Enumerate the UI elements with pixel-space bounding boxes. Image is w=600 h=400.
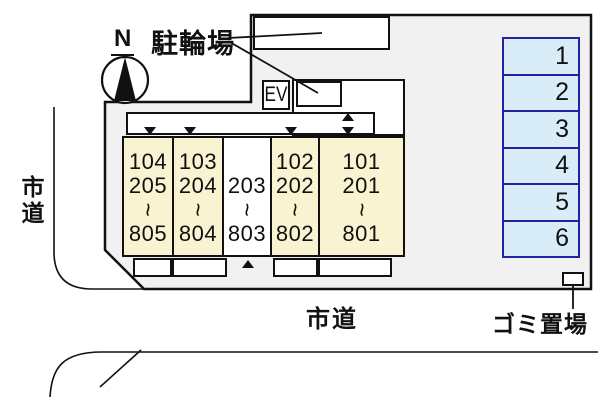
unit-number-line: 205 bbox=[128, 173, 168, 198]
entrance-arrow-up-icon bbox=[342, 113, 354, 121]
elevator-label: EV bbox=[264, 83, 288, 106]
entrance-arrow-down-icon bbox=[285, 127, 297, 135]
bicycle-parking-area-top bbox=[253, 16, 390, 50]
parking-space-5: 5 bbox=[502, 183, 580, 222]
compass-icon bbox=[100, 55, 150, 105]
entrance-arrow-down-icon bbox=[144, 127, 156, 135]
unit-number-line: 802 bbox=[275, 221, 315, 246]
unit-number-line: ~ bbox=[134, 202, 163, 218]
entrance-arrow-down-icon bbox=[184, 127, 196, 135]
entrance-arrow-up-icon bbox=[242, 260, 254, 268]
unit-number-line: 102 bbox=[275, 149, 315, 174]
unit-number-line: 804 bbox=[178, 221, 218, 246]
unit-number-line: 101 bbox=[342, 149, 381, 174]
balcony-2 bbox=[172, 258, 227, 277]
balcony-1 bbox=[133, 258, 172, 277]
unit-col-203: 203 ~803 bbox=[222, 136, 272, 257]
parking-space-4: 4 bbox=[502, 146, 580, 185]
unit-number-line: 103 bbox=[178, 149, 218, 174]
road-continuation-slash bbox=[99, 349, 142, 388]
unit-number-line: 201 bbox=[342, 173, 381, 198]
unit-number-line: ~ bbox=[184, 202, 213, 218]
elevator-box: EV bbox=[262, 80, 290, 110]
road-left-label: 市道 bbox=[18, 175, 44, 227]
road-edge-bottom bbox=[49, 351, 598, 398]
unit-number-line: 801 bbox=[342, 221, 381, 246]
unit-number-line: ~ bbox=[281, 202, 310, 218]
unit-number-line: 104 bbox=[128, 149, 168, 174]
garbage-box bbox=[562, 272, 584, 286]
unit-number-line: 202 bbox=[275, 173, 315, 198]
bicycle-parking-label: 駐輪場 bbox=[151, 29, 235, 59]
unit-number-line: 203 bbox=[227, 173, 267, 198]
unit-number-line: ~ bbox=[233, 202, 262, 218]
parking-space-1: 1 bbox=[502, 37, 580, 76]
garbage-area-label: ゴミ置場 bbox=[492, 311, 588, 337]
balcony-3 bbox=[273, 258, 318, 277]
unit-number-line: 204 bbox=[178, 173, 218, 198]
parking-space-2: 2 bbox=[502, 73, 580, 112]
balcony-4 bbox=[318, 258, 392, 277]
parking-space-3: 3 bbox=[502, 110, 580, 149]
unit-number-line: ~ bbox=[348, 202, 376, 218]
unit-number-line bbox=[244, 150, 251, 174]
road-bottom-label: 市道 bbox=[306, 306, 358, 333]
north-label: N bbox=[111, 25, 135, 56]
walkway-corridor bbox=[126, 112, 375, 135]
parking-space-6: 6 bbox=[502, 219, 580, 258]
bicycle-parking-area-small bbox=[296, 81, 342, 107]
unit-number-line: 803 bbox=[227, 221, 267, 246]
entrance-arrow-down-icon bbox=[342, 127, 354, 135]
unit-number-line: 805 bbox=[128, 221, 168, 246]
